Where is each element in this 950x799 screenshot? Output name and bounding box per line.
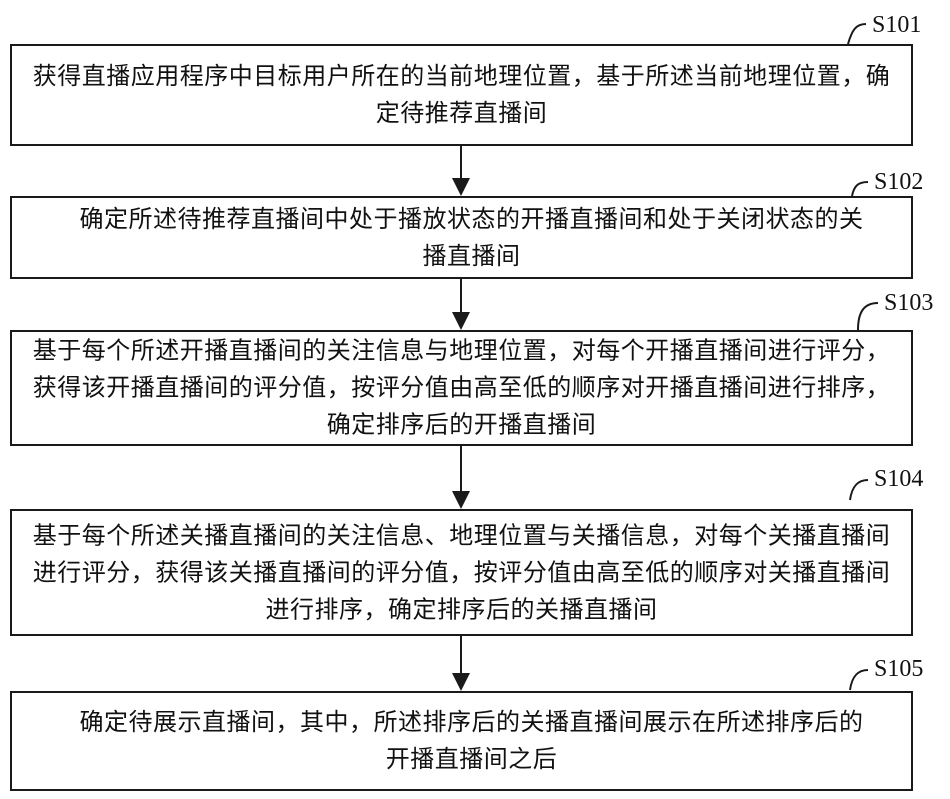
step-box-s104: 基于每个所述关播直播间的关注信息、地理位置与关播信息，对每个关播直播间进行评分，… [10, 509, 913, 636]
s102-leader-curve [852, 182, 868, 196]
step-box-s105: 确定待展示直播间，其中，所述排序后的关播直播间展示在所述排序后的开播直播间之后 [10, 691, 913, 791]
s105-leader-curve [850, 670, 868, 690]
s101-leader-curve [848, 24, 866, 44]
step-text-s104: 基于每个所述关播直播间的关注信息、地理位置与关播信息，对每个关播直播间进行评分，… [12, 517, 911, 628]
step-label-s104: S104 [874, 467, 923, 491]
step-text-s103: 基于每个所述开播直播间的关注信息与地理位置，对每个开播直播间进行评分，获得该开播… [12, 333, 911, 444]
s104-leader-curve [850, 480, 868, 500]
arrow-s102-s103 [452, 279, 470, 330]
step-text-s102: 确定所述待推荐直播间中处于播放状态的开播直播间和处于关闭状态的关播直播间 [12, 201, 911, 275]
step-label-s103: S103 [884, 291, 933, 315]
step-label-s102: S102 [874, 170, 923, 194]
s103-leader-curve [858, 303, 878, 330]
step-box-s101: 获得直播应用程序中目标用户所在的当前地理位置，基于所述当前地理位置，确定待推荐直… [10, 44, 913, 146]
step-label-s105: S105 [874, 657, 923, 681]
step-text-s101: 获得直播应用程序中目标用户所在的当前地理位置，基于所述当前地理位置，确定待推荐直… [12, 58, 911, 132]
step-label-s101: S101 [872, 13, 921, 37]
arrow-s103-s104 [452, 446, 470, 509]
step-box-s103: 基于每个所述开播直播间的关注信息与地理位置，对每个开播直播间进行评分，获得该开播… [10, 330, 913, 446]
arrow-s104-s105 [452, 636, 470, 691]
arrow-s101-s102 [452, 146, 470, 196]
step-text-s105: 确定待展示直播间，其中，所述排序后的关播直播间展示在所述排序后的开播直播间之后 [12, 704, 911, 778]
step-box-s102: 确定所述待推荐直播间中处于播放状态的开播直播间和处于关闭状态的关播直播间 [10, 196, 913, 279]
